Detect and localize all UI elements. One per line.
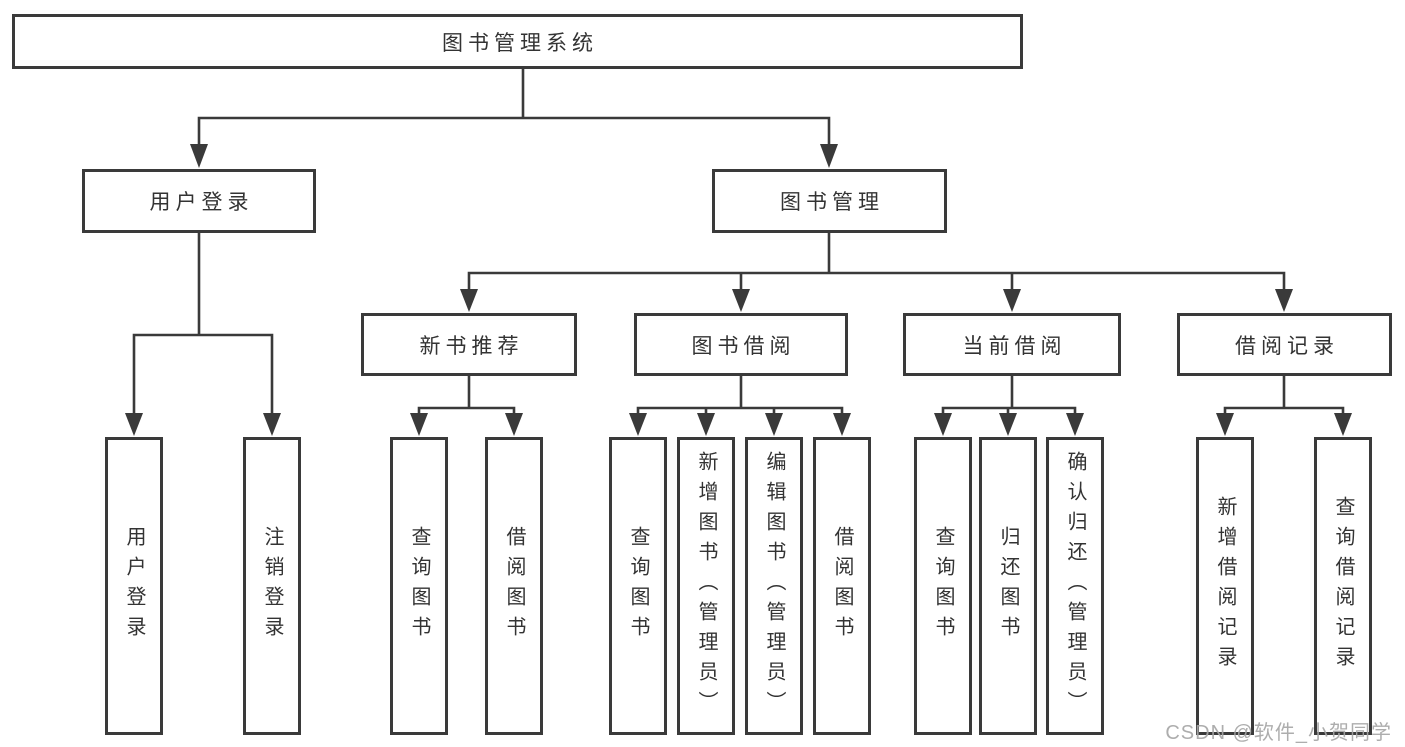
arrow-leaf-query-book-3 xyxy=(934,413,952,436)
arrow-leaf-edit-book xyxy=(765,413,783,436)
leaf-logout: 注销登录 xyxy=(243,437,301,735)
leaf-query-borrow-record: 查询借阅记录 xyxy=(1314,437,1372,735)
arrow-leaf-query-book-1 xyxy=(410,413,428,436)
arrow-user-login xyxy=(190,144,208,168)
arrow-leaf-query-record xyxy=(1334,413,1352,436)
node-book-borrow: 图书借阅 xyxy=(634,313,848,376)
leaf-query-book-3: 查询图书 xyxy=(914,437,972,735)
arrow-leaf-query-book-2 xyxy=(629,413,647,436)
node-new-book-recommend: 新书推荐 xyxy=(361,313,577,376)
leaf-user-login: 用户登录 xyxy=(105,437,163,735)
node-book-management: 图书管理 xyxy=(712,169,947,233)
node-borrow-records: 借阅记录 xyxy=(1177,313,1392,376)
leaf-query-book-1: 查询图书 xyxy=(390,437,448,735)
leaf-add-borrow-record: 新增借阅记录 xyxy=(1196,437,1254,735)
arrow-new-book xyxy=(460,289,478,312)
connector-current-borrow-children xyxy=(941,375,1077,416)
arrow-leaf-logout xyxy=(263,413,281,436)
arrow-leaf-borrow-book-1 xyxy=(505,413,523,436)
node-user-login: 用户登录 xyxy=(82,169,316,233)
connector-new-book-children xyxy=(417,375,516,416)
arrow-leaf-user-login xyxy=(125,413,143,436)
connector-user-login-children xyxy=(132,233,274,416)
node-library-management-system: 图书管理系统 xyxy=(12,14,1023,69)
arrow-book-borrow xyxy=(732,289,750,312)
leaf-return-book: 归还图书 xyxy=(979,437,1037,735)
leaf-add-book-admin: 新增图书（管理员） xyxy=(677,437,735,735)
arrow-leaf-add-book xyxy=(697,413,715,436)
connector-book-borrow-children xyxy=(636,375,844,416)
connector-book-mgmt-children xyxy=(467,232,1286,292)
arrow-leaf-add-record xyxy=(1216,413,1234,436)
arrow-current-borrow xyxy=(1003,289,1021,312)
connector-borrow-record-children xyxy=(1223,375,1345,416)
arrow-borrow-record xyxy=(1275,289,1293,312)
arrow-leaf-confirm-return xyxy=(1066,413,1084,436)
leaf-borrow-book-1: 借阅图书 xyxy=(485,437,543,735)
leaf-confirm-return-admin: 确认归还（管理员） xyxy=(1046,437,1104,735)
connector-root-to-level2 xyxy=(197,69,831,148)
leaf-query-book-2: 查询图书 xyxy=(609,437,667,735)
arrow-book-mgmt xyxy=(820,144,838,168)
arrowheads xyxy=(125,144,1352,436)
node-current-borrow: 当前借阅 xyxy=(903,313,1121,376)
arrow-leaf-borrow-book-2 xyxy=(833,413,851,436)
leaf-edit-book-admin: 编辑图书（管理员） xyxy=(745,437,803,735)
arrow-leaf-return-book xyxy=(999,413,1017,436)
leaf-borrow-book-2: 借阅图书 xyxy=(813,437,871,735)
